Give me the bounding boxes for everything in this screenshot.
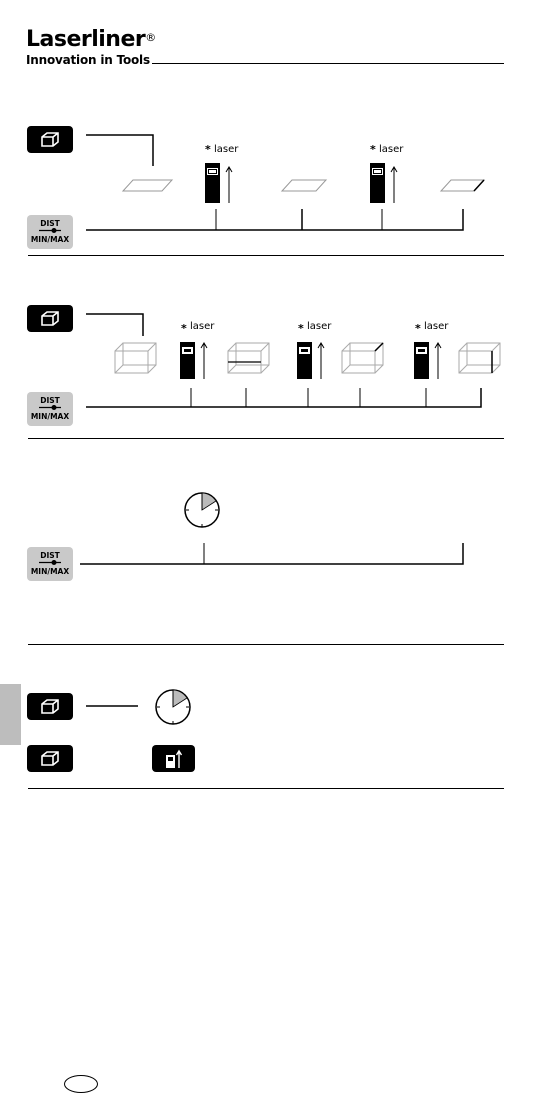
page-side-tab [0, 684, 21, 745]
laser-device-3-icon [180, 342, 208, 379]
area-diagram: * * [86, 134, 486, 231]
minmax-label: MIN/MAX [30, 567, 70, 576]
section-divider-2 [28, 438, 504, 439]
dist-marker-icon [39, 560, 61, 565]
dist-marker-icon [39, 405, 61, 410]
laser-device-1-icon [205, 163, 233, 203]
svg-text:*: * [415, 322, 421, 335]
dist-minmax-button-3[interactable]: DIST MIN/MAX [27, 547, 73, 581]
area-mode-button[interactable] [27, 126, 73, 153]
plane-1-icon [121, 179, 174, 192]
cube-2-icon [227, 342, 270, 374]
dist-label: DIST [40, 219, 60, 228]
laser-label-4: laser [307, 321, 332, 332]
cube-outline-icon [41, 751, 59, 766]
laser-device-5-icon [414, 342, 442, 379]
laser-device-4-icon [297, 342, 325, 379]
brand-name: Laserliner® [26, 27, 156, 52]
minmax-label: MIN/MAX [30, 235, 70, 244]
svg-text:*: * [370, 143, 376, 156]
laser-label-2: laser [379, 144, 404, 155]
timer-mode-button[interactable] [27, 693, 73, 720]
dist-label: DIST [40, 551, 60, 560]
timer-clock-icon-1 [184, 492, 220, 528]
minmax-label: MIN/MAX [30, 412, 70, 421]
cube-3-icon [341, 342, 384, 374]
dist-minmax-button-2[interactable]: DIST MIN/MAX [27, 392, 73, 426]
svg-text:*: * [181, 322, 187, 335]
volume-mode-button[interactable] [27, 305, 73, 332]
timer-link-diagram [86, 689, 191, 725]
dist-label: DIST [40, 396, 60, 405]
volume-diagram: * * * [86, 313, 501, 408]
brand-tagline: Innovation in Tools [26, 53, 150, 67]
cube-outline-icon [41, 311, 59, 326]
reference-mode-button[interactable] [27, 745, 73, 772]
device-reference-icon [166, 749, 183, 768]
language-badge [64, 1075, 98, 1093]
section-divider-3 [28, 644, 504, 645]
laser-label-3: laser [190, 321, 215, 332]
cube-outline-icon [41, 132, 59, 147]
plane-3-icon [439, 179, 486, 192]
device-reference-button[interactable] [152, 745, 195, 772]
timer-clock-icon-2 [155, 689, 191, 725]
section-divider-1 [28, 255, 504, 256]
brand-logo: Laserliner® Innovation in Tools [26, 27, 156, 68]
plane-2-icon [280, 179, 328, 192]
cube-1-icon [114, 342, 157, 374]
laser-label-1: laser [214, 144, 239, 155]
svg-text:*: * [205, 143, 211, 156]
cube-4-icon [458, 342, 501, 374]
dist-minmax-button-1[interactable]: DIST MIN/MAX [27, 215, 73, 249]
svg-text:*: * [298, 322, 304, 335]
section-divider-4 [28, 788, 504, 789]
header-rule [152, 63, 504, 64]
laser-label-5: laser [424, 321, 449, 332]
laser-device-2-icon [370, 163, 398, 203]
dist-marker-icon [39, 228, 61, 233]
cube-outline-icon [41, 699, 59, 714]
timer-diagram [80, 492, 464, 565]
